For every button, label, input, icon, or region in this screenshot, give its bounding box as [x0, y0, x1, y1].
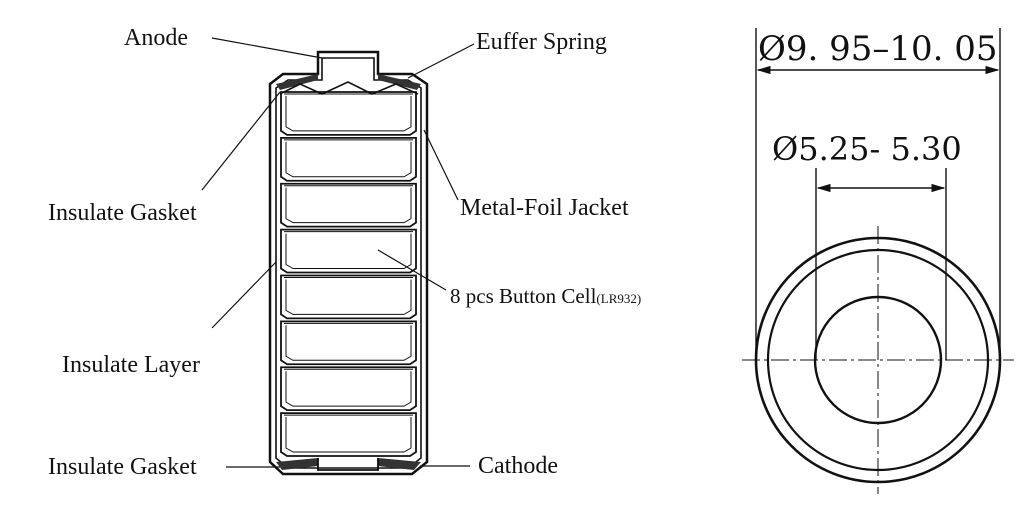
- battery-cross-section: [268, 50, 429, 476]
- label-cathode: Cathode: [478, 453, 558, 479]
- button-cell: [280, 136, 417, 182]
- button-cell: [280, 182, 417, 228]
- top-view: [742, 28, 1014, 494]
- button-cells: [280, 91, 417, 457]
- button-cell: [280, 91, 417, 136]
- dim-inner-diameter: Ø5.25- 5.30: [772, 130, 962, 168]
- label-buffer-spring: Euffer Spring: [476, 29, 607, 55]
- top-gasket: [276, 74, 421, 90]
- leader-metal-foil-jacket: [423, 129, 459, 201]
- leader-lines: [201, 37, 475, 468]
- outer-case: [268, 50, 429, 476]
- button-cell: [280, 412, 417, 457]
- label-insulate-gasket-bottom: Insulate Gasket: [48, 454, 197, 480]
- leader-buffer-spring: [407, 43, 475, 79]
- button-cell: [280, 366, 417, 412]
- button-cell: [280, 320, 417, 366]
- leader-button-cell: [377, 249, 447, 291]
- label-insulate-layer: Insulate Layer: [62, 352, 200, 378]
- label-button-cell-model: (LR932): [596, 291, 641, 306]
- button-cell: [280, 228, 417, 274]
- bottom-gasket: [276, 458, 421, 471]
- leader-insulate-gasket-top: [201, 91, 281, 191]
- buffer-spring: [279, 81, 419, 95]
- label-anode: Anode: [124, 25, 188, 51]
- leader-insulate-layer: [211, 261, 277, 329]
- dim-outer-diameter: Ø9. 95–10. 05: [758, 29, 998, 69]
- leader-anode: [211, 37, 323, 59]
- label-button-cell-prefix: 8 pcs Button Cell: [450, 284, 597, 308]
- label-button-cell: 8 pcs Button Cell(LR932): [450, 284, 641, 308]
- label-metal-foil-jacket: Metal-Foil Jacket: [460, 195, 629, 221]
- button-cell: [280, 274, 417, 320]
- label-insulate-gasket-top: Insulate Gasket: [48, 200, 197, 226]
